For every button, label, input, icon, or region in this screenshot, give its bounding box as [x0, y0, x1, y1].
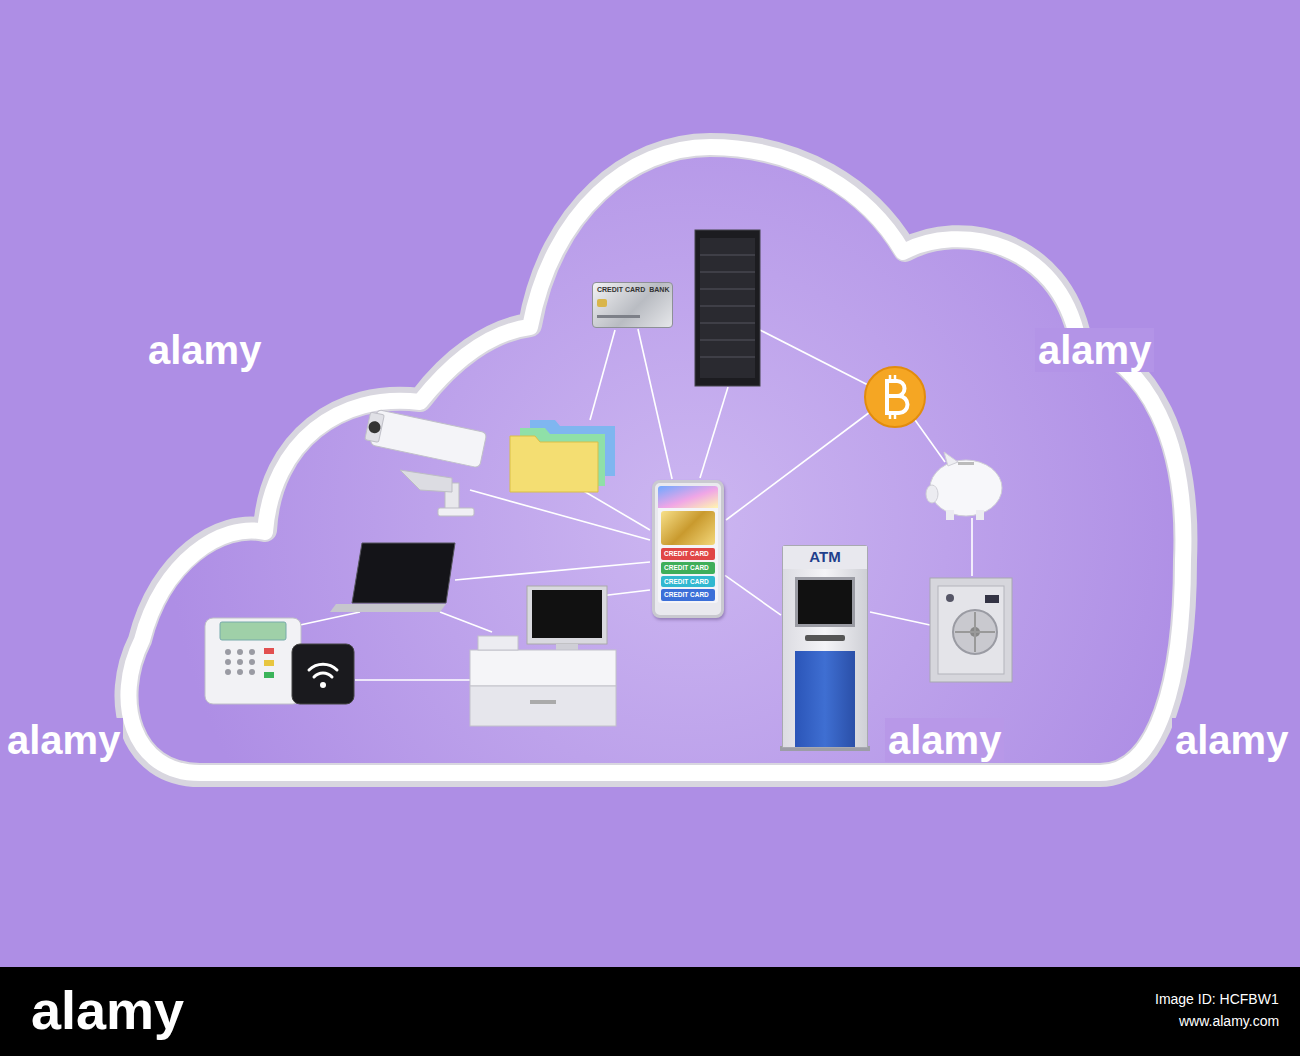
folders [510, 420, 615, 492]
card-strip: CREDIT CARD [661, 576, 715, 588]
laptop [330, 543, 455, 612]
safe [930, 578, 1012, 682]
card-strip: CREDIT CARD [661, 548, 715, 560]
node-text: CREDIT CARD [664, 564, 712, 572]
watermark: alamy [4, 718, 123, 762]
card-strip: CREDIT CARD [661, 562, 715, 574]
smartphone: CREDIT CARD CREDIT CARD CREDIT CARD CREDIT … [652, 480, 724, 618]
card-slot [805, 635, 845, 641]
payment-terminal [205, 618, 354, 704]
atm-screen [795, 577, 855, 627]
node-text: CREDIT CARD [664, 550, 712, 558]
connector [638, 329, 672, 479]
watermark: alamy [1172, 718, 1291, 762]
cloud-fill [127, 145, 1186, 775]
piggy-bank [926, 452, 1002, 520]
card-row: CREDIT CARD BANK [597, 286, 668, 293]
bitcoin-coin [865, 367, 925, 427]
card-strip: CREDIT CARD [661, 589, 715, 601]
node-text: BANK [649, 286, 669, 293]
background [0, 0, 1300, 967]
website: www.alamy.com [1176, 1014, 1282, 1029]
node-text: CREDIT CARD [597, 286, 645, 293]
phone-screen: CREDIT CARD CREDIT CARD CREDIT CARD CREDIT … [658, 486, 718, 603]
network-lines [300, 330, 972, 680]
security-camera [364, 408, 487, 516]
credit-card: CREDIT CARD BANK [592, 282, 673, 328]
server-rack [695, 230, 760, 386]
atm-header: ATM [783, 546, 867, 569]
node-text: CREDIT CARD [664, 591, 712, 599]
watermark: alamy [1035, 328, 1154, 372]
phone-header [658, 486, 718, 508]
card-stripe [597, 315, 640, 318]
atm-panel [795, 651, 855, 747]
card-chip [597, 299, 607, 307]
gold-card [661, 511, 715, 545]
cash-register [470, 586, 616, 726]
node-text: ATM [809, 548, 840, 565]
connector [725, 575, 781, 615]
cloud-outline-shadow [127, 145, 1186, 775]
watermark: alamy [145, 328, 264, 372]
cloud-outline [128, 147, 1183, 773]
footer-bar [0, 967, 1300, 1056]
image-id: Image ID: HCFBW1 [1152, 992, 1282, 1007]
logo: alamy [28, 981, 187, 1040]
watermark: alamy [885, 718, 1004, 762]
node-text: CREDIT CARD [664, 578, 712, 586]
atm-machine: ATM [782, 545, 868, 748]
